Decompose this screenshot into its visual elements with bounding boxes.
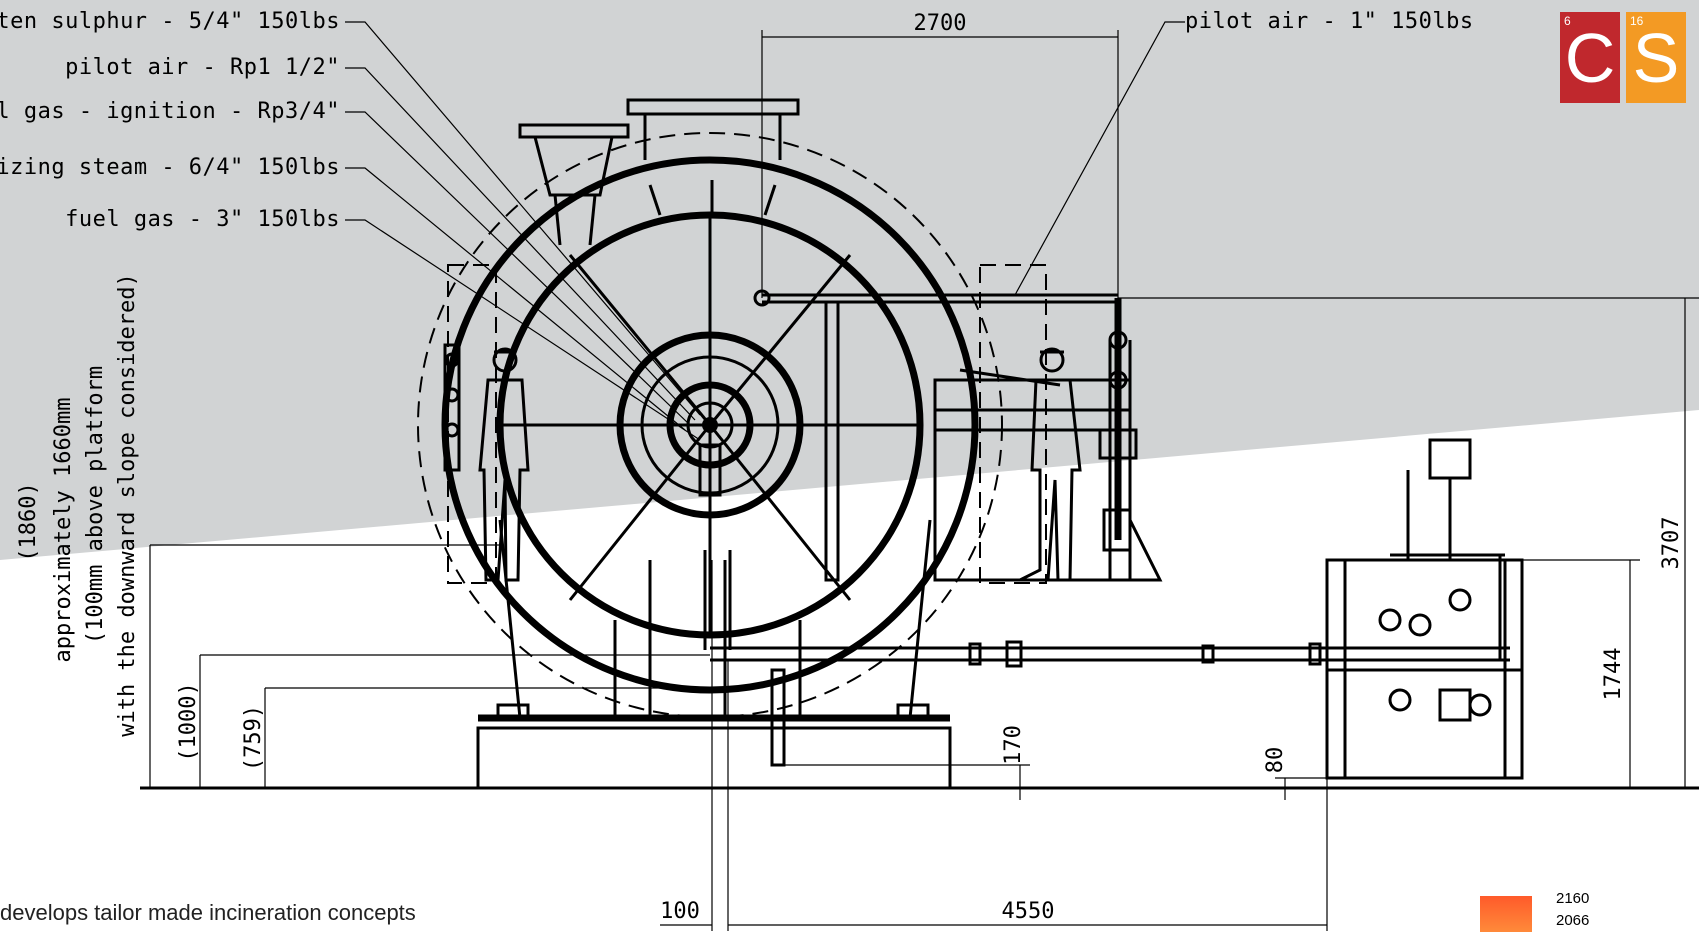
base-plinth (476, 726, 952, 790)
human-figure-right (959, 347, 1082, 582)
pilot-air-pipe (753, 289, 1118, 582)
logo-s-number: 16 (1630, 14, 1644, 28)
dim-759: (759) (241, 705, 266, 771)
label-fuel-gas-3in: fuel gas - 3" 150lbs (65, 207, 340, 232)
logo-c-letter: C (1564, 19, 1616, 97)
label-pilot-air-rp: pilot air - Rp1 1/2" (65, 55, 340, 80)
dim-3707: 3707 (1659, 517, 1684, 570)
dim-170: 170 (1001, 725, 1026, 765)
dim-1744: 1744 (1601, 648, 1626, 701)
label-molten-sulphur: molten sulphur - 5/4" 150lbs (0, 9, 340, 34)
bottom-supply-pipe (703, 550, 1510, 767)
dim-100: 100 (660, 899, 700, 924)
legend-swatch (1480, 896, 1532, 932)
dim-1860: (1860) (16, 482, 41, 561)
logo-c-tile: 6 C (1560, 12, 1620, 103)
dim-2700: 2700 (914, 11, 967, 36)
dim-80: 80 (1263, 747, 1288, 774)
logo-s-tile: 16 S (1626, 12, 1686, 103)
burner-flange (616, 331, 804, 519)
legend-values: 2160 2066 (1556, 888, 1589, 932)
dim-4550: 4550 (1002, 899, 1055, 924)
legend-value-1: 2160 (1556, 890, 1590, 907)
casing-outline-dashed (417, 132, 1003, 718)
human-figure-left (478, 347, 530, 582)
platform-note-line-3: with the downward slope considered) (115, 273, 140, 737)
platform-note-line-2: (100mm above platform (83, 366, 108, 644)
logo-c-number: 6 (1564, 14, 1571, 28)
vertical-valve-train (1098, 298, 1138, 552)
left-valve-column (443, 343, 461, 472)
legend-value-2: 2066 (1556, 912, 1590, 929)
top-outlets (518, 98, 800, 246)
label-atomizing-steam: atomizing steam - 6/4" 150lbs (0, 155, 340, 180)
platform-note-line-1: approximately 1660mm (51, 398, 76, 663)
side-box-right (979, 264, 1047, 584)
valve-skid (1325, 438, 1524, 780)
label-fuel-gas-ignition: fuel gas - ignition - Rp3/4" (0, 99, 340, 124)
dimension-lines (149, 30, 1699, 931)
footer-tagline: develops tailor made incineration concep… (0, 900, 416, 925)
label-pilot-air-1in: pilot air - 1" 150lbs (1185, 9, 1474, 34)
side-box-left (447, 264, 497, 584)
background-band (0, 0, 1699, 560)
dim-1000: (1000) (176, 682, 201, 761)
logo-s-letter: S (1632, 19, 1680, 97)
leader-lines (345, 21, 1185, 441)
